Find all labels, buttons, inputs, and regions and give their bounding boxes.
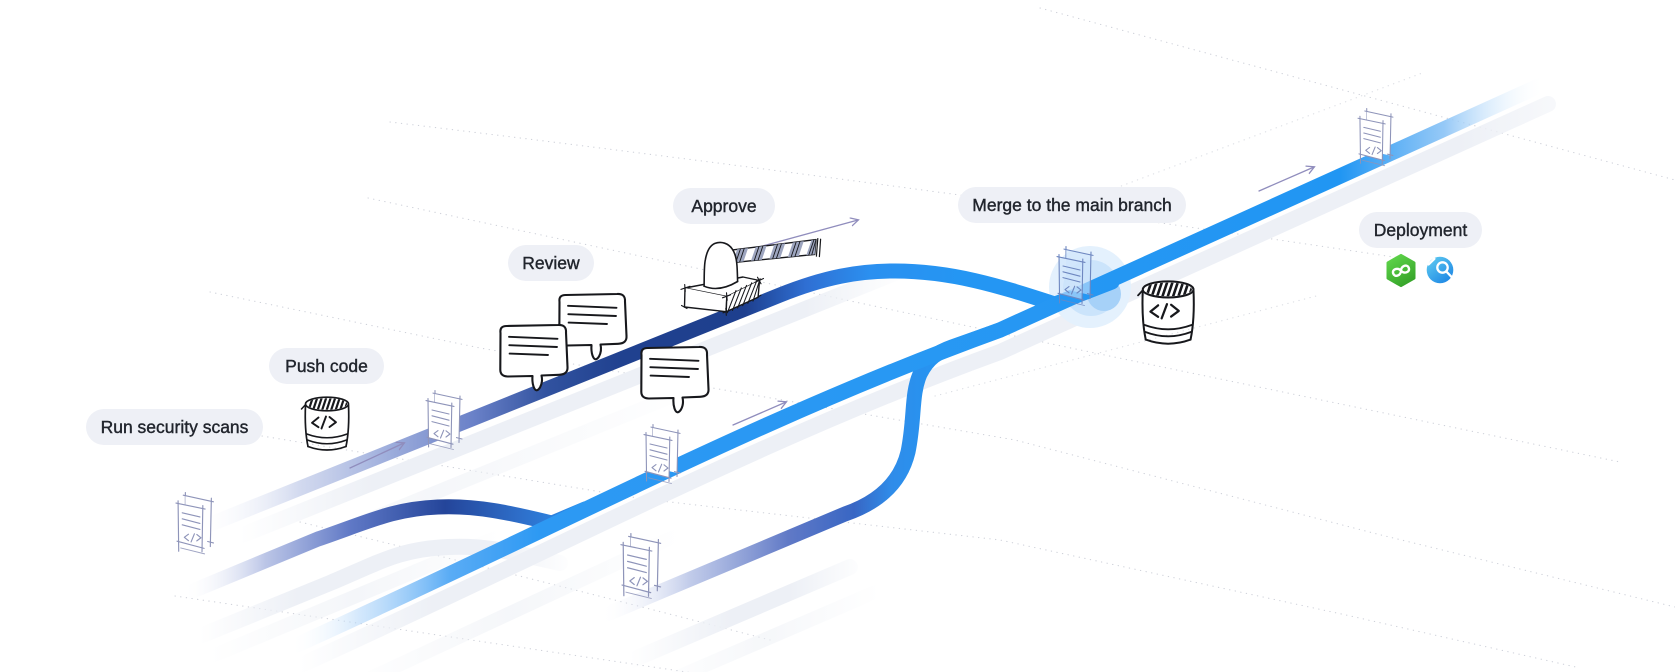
svg-text:Deployment: Deployment [1374, 220, 1468, 240]
svg-text:Push code: Push code [285, 356, 368, 376]
svg-text:Review: Review [522, 253, 580, 273]
svg-text:Approve: Approve [691, 196, 756, 216]
svg-text:Merge to the main branch: Merge to the main branch [972, 195, 1171, 215]
svg-text:Run security scans: Run security scans [101, 417, 249, 437]
